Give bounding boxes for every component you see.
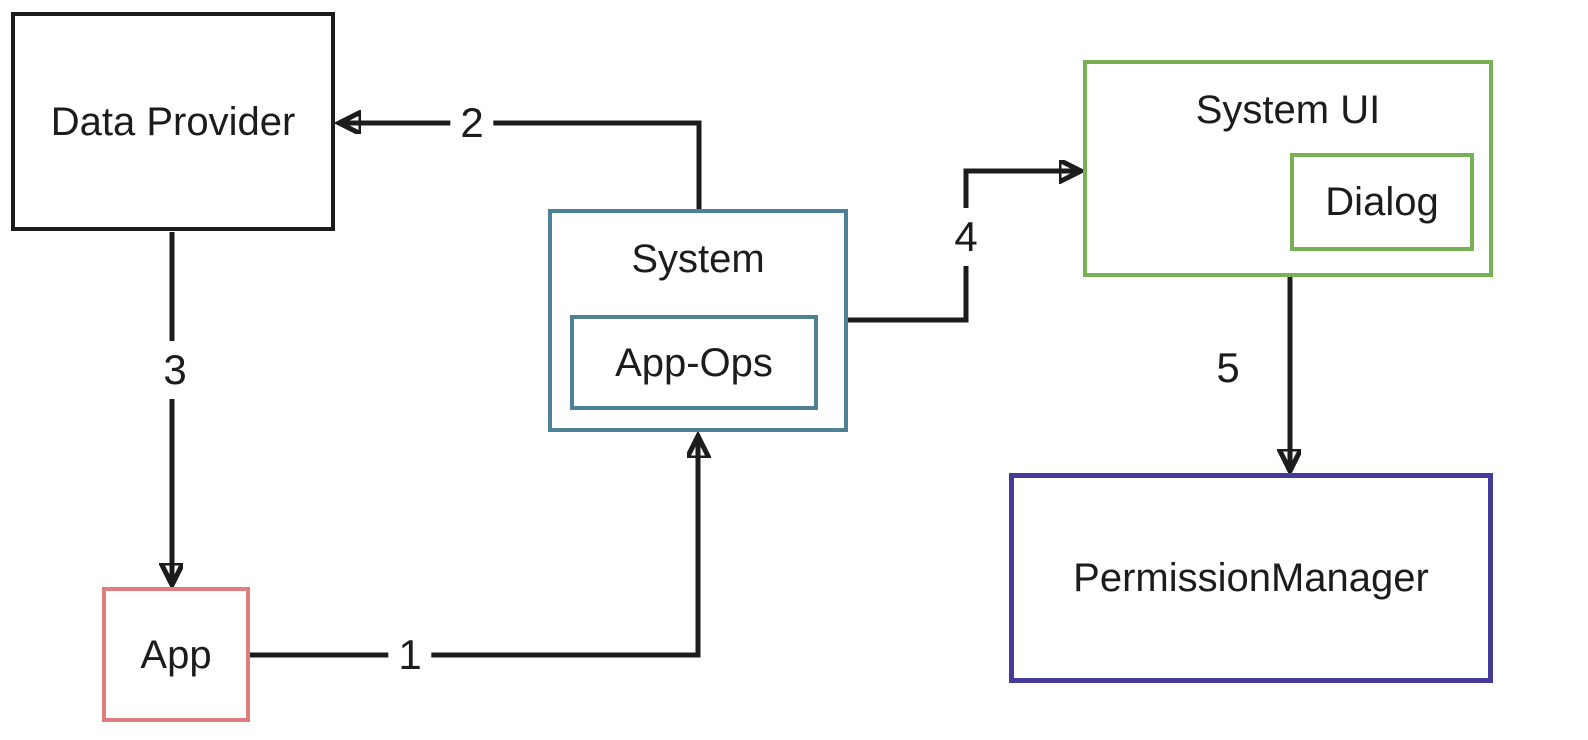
node-app-ops: App-Ops: [570, 315, 818, 410]
node-app-label: App: [140, 632, 212, 677]
edge-label-2: 2: [450, 94, 494, 152]
node-permission-manager-label: PermissionManager: [1073, 556, 1429, 600]
node-system-ui-label: System UI: [1195, 88, 1381, 132]
node-system-ui: System UI Dialog: [1083, 60, 1493, 277]
node-data-provider-label: Data Provider: [50, 99, 296, 144]
node-dialog: Dialog: [1290, 153, 1474, 251]
node-permission-manager: PermissionManager: [1009, 473, 1493, 683]
node-app-ops-label: App-Ops: [615, 340, 773, 385]
node-app: App: [102, 587, 250, 722]
arrow-1-app-to-system: [250, 436, 698, 658]
edge-label-4: 4: [944, 208, 988, 266]
edge-label-5: 5: [1202, 343, 1254, 393]
node-dialog-label: Dialog: [1325, 180, 1439, 224]
node-system: System App-Ops: [548, 209, 848, 432]
node-data-provider: Data Provider: [11, 12, 335, 231]
edge-label-3: 3: [153, 341, 197, 399]
edge-label-1: 1: [388, 626, 432, 684]
node-system-label: System: [631, 237, 765, 281]
arrow-2-system-to-data-provider: [339, 123, 702, 209]
